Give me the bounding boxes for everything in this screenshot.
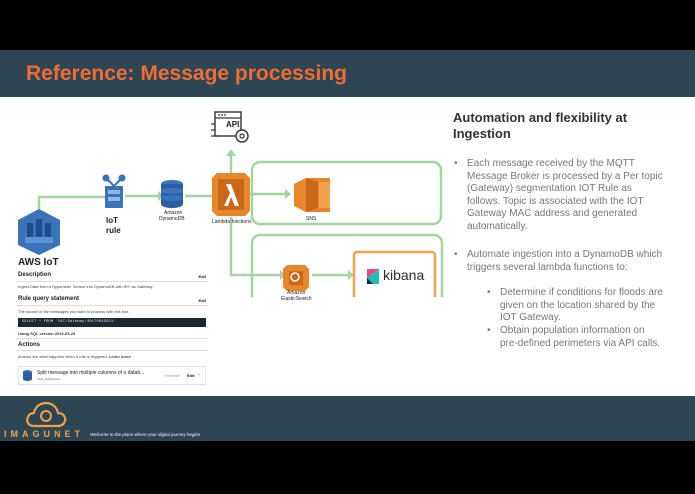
sns-label: SNS (306, 216, 317, 222)
lambda-to-es-arrow (229, 217, 280, 277)
bullet-dot: • (454, 158, 458, 169)
action-edit-link[interactable]: Edit (187, 373, 195, 378)
right-heading: Automation and flexibility at Ingestion (453, 110, 678, 142)
bullet-dot: • (454, 249, 458, 260)
bullet-dot: • (487, 287, 491, 298)
api-gear-icon (211, 111, 249, 143)
bullet-line: Obtain population information on (500, 325, 645, 336)
divider (16, 350, 208, 351)
bullet-line: Gateway MAC address and generated (467, 208, 638, 219)
action-card[interactable]: Split message into multiple columns of a… (18, 366, 206, 385)
right-heading-line1: Automation and flexibility at (453, 110, 628, 125)
action-remove-link[interactable]: Remove (165, 373, 180, 378)
slide-header (0, 50, 695, 97)
elasticsearch-label-line2: ElasticSearch (281, 296, 312, 302)
actions-heading: Actions (18, 342, 41, 348)
aws-iot-icon (18, 209, 60, 255)
learn-more-link[interactable]: Learn more (108, 354, 131, 359)
iot-rule-icon (102, 174, 126, 208)
aws-iot-label: AWS IoT (18, 257, 59, 268)
iot-rule-console: Description Edit Ingest Data from a Hypo… (16, 270, 212, 388)
dynamodb-action-icon (23, 370, 32, 381)
query-heading: Rule query statement (18, 296, 80, 302)
dynamodb-icon (161, 180, 183, 208)
action-subtitle: SGE_DDBMaster (37, 377, 61, 381)
action-title: Split message into multiple columns of a… (37, 370, 145, 376)
cloud-logo-icon (26, 401, 67, 428)
divider (16, 305, 208, 306)
description-edit-link[interactable]: Edit (198, 274, 206, 279)
connectors (37, 155, 350, 277)
kibana-box (352, 250, 437, 297)
divider (16, 338, 208, 339)
dynamodb-label-line2: DynamoDB (159, 216, 185, 222)
sns-icon (294, 178, 330, 212)
dynamodb-label-line1: Amazon (164, 210, 183, 216)
slide-footer (0, 396, 695, 441)
lambda-icon (212, 173, 250, 216)
bullet-line: Automate ingestion into a DynamoDB which (467, 249, 663, 260)
query-hint: The source of the messages you want to p… (18, 309, 130, 314)
elasticsearch-label-line1: Amazon (287, 290, 306, 296)
elasticsearch-icon (283, 265, 309, 291)
bullet-dynamodb: • Automate ingestion into a DynamoDB whi… (454, 249, 663, 274)
bullet-dot: • (487, 325, 491, 336)
architecture-diagram (18, 111, 444, 297)
bullet-line: Determine if conditions for floods are (500, 287, 663, 298)
bullet-line: triggers several lambda functions to: (467, 261, 628, 273)
chevron-right-icon: › (198, 372, 200, 378)
bullet-line: given on the location shared by the (500, 299, 656, 311)
description-text: Ingest Data from a Hypometer Sensor into… (18, 284, 153, 289)
actions-hint: Actions are what happens when a rule is … (18, 354, 131, 359)
bullet-mqtt: • Each message received by the MQTT Mess… (454, 158, 663, 233)
lambda-label: Lambda functions (212, 219, 252, 225)
divider (16, 281, 208, 282)
search-group-box (250, 233, 444, 297)
bullet-line: Each message received by the MQTT (467, 158, 635, 169)
sql-version: Using SQL version 2016-03-23 (18, 331, 76, 336)
kibana-label: kibana (383, 267, 425, 283)
slide-title: Reference: Message processing (26, 62, 347, 85)
description-heading: Description (18, 272, 52, 278)
sub-bullet-population: • Obtain population information on pre-d… (487, 325, 661, 350)
query-code: SELECT * FROM 'SAT/Gateway/40170B45D31' (18, 318, 206, 327)
bullet-line: follows. Topic is associated with the IO… (467, 195, 644, 207)
bullet-line: IOT Gateway. (500, 312, 561, 323)
iot-to-rule-arrow (37, 195, 105, 210)
query-edit-link[interactable]: Edit (198, 298, 206, 303)
brand-logo-text: IMAGUNET (4, 429, 84, 439)
iot-rule-label-line2: rule (106, 226, 121, 235)
kibana-logo-icon (367, 269, 379, 284)
brand-tagline: Welcome to the place where your digital … (90, 432, 201, 437)
iot-rule-label-line1: IoT (106, 216, 118, 225)
sub-bullet-floods: • Determine if conditions for floods are… (487, 287, 663, 325)
bullet-line: automatically. (467, 220, 528, 232)
bullet-line: pre-defined perimeters via API calls. (500, 337, 661, 349)
bullet-line: (Gateway) segmentation IOT Rule as (467, 183, 632, 194)
letterbox-bottom (0, 441, 695, 494)
bullet-line: Message Broker is processed by a Per top… (467, 170, 663, 182)
letterbox-top (0, 0, 695, 50)
api-label: API (226, 120, 240, 129)
right-heading-line2: Ingestion (453, 126, 511, 141)
